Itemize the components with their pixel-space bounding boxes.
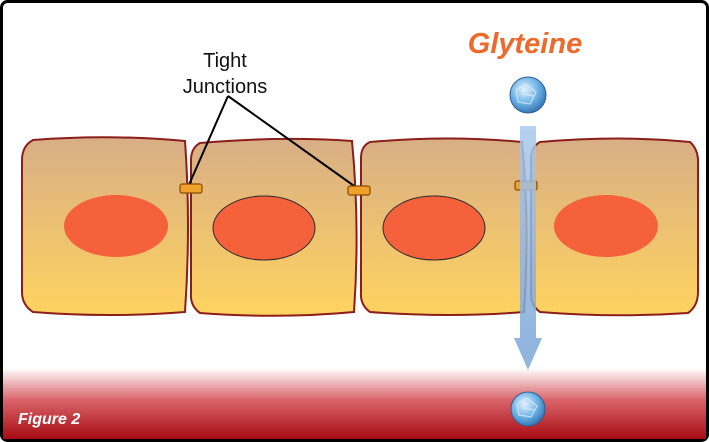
glyteine-molecule-top bbox=[509, 76, 547, 114]
tight-junctions-label-line2: Junctions bbox=[182, 76, 268, 98]
nucleus-1 bbox=[64, 195, 168, 257]
glyteine-molecule-bottom bbox=[510, 391, 546, 427]
nucleus-2 bbox=[212, 195, 316, 261]
tight-junctions-label-line1: Tight bbox=[203, 50, 247, 72]
tight-junctions-label: Tight Junctions bbox=[150, 48, 300, 100]
figure-label: Figure 2 bbox=[18, 411, 81, 428]
tight-junction-pointers bbox=[187, 95, 358, 189]
nuclei bbox=[64, 195, 658, 261]
tight-junction-2 bbox=[347, 185, 371, 196]
tight-junction-1 bbox=[179, 183, 203, 194]
nucleus-3 bbox=[382, 195, 486, 261]
molecule-label: Glyteine bbox=[467, 28, 583, 60]
transport-arrow bbox=[514, 126, 542, 370]
nucleus-4 bbox=[554, 195, 658, 257]
blood-band bbox=[3, 368, 706, 439]
